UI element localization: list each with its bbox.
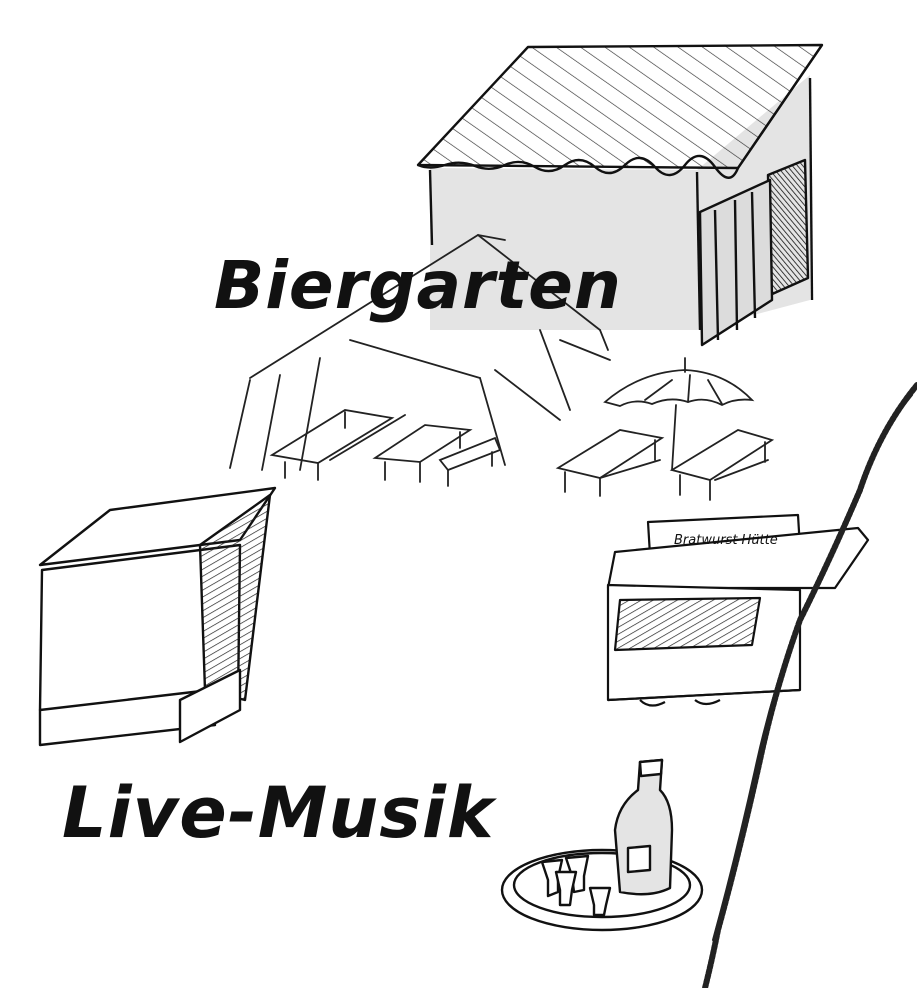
food-stand	[606, 513, 870, 707]
tray-with-drinks	[500, 758, 704, 932]
path-edge	[702, 382, 917, 988]
live-musik-label: Live-Musik	[62, 772, 495, 854]
biergarten-label: Biergarten	[214, 247, 622, 324]
barn-shed	[416, 43, 824, 347]
parasol-tables	[555, 357, 775, 501]
beer-tables-left	[269, 409, 502, 487]
food-stand-sign: Bratwurst Hütte	[674, 533, 778, 548]
beer-tent	[229, 233, 611, 471]
music-stage	[38, 486, 277, 747]
